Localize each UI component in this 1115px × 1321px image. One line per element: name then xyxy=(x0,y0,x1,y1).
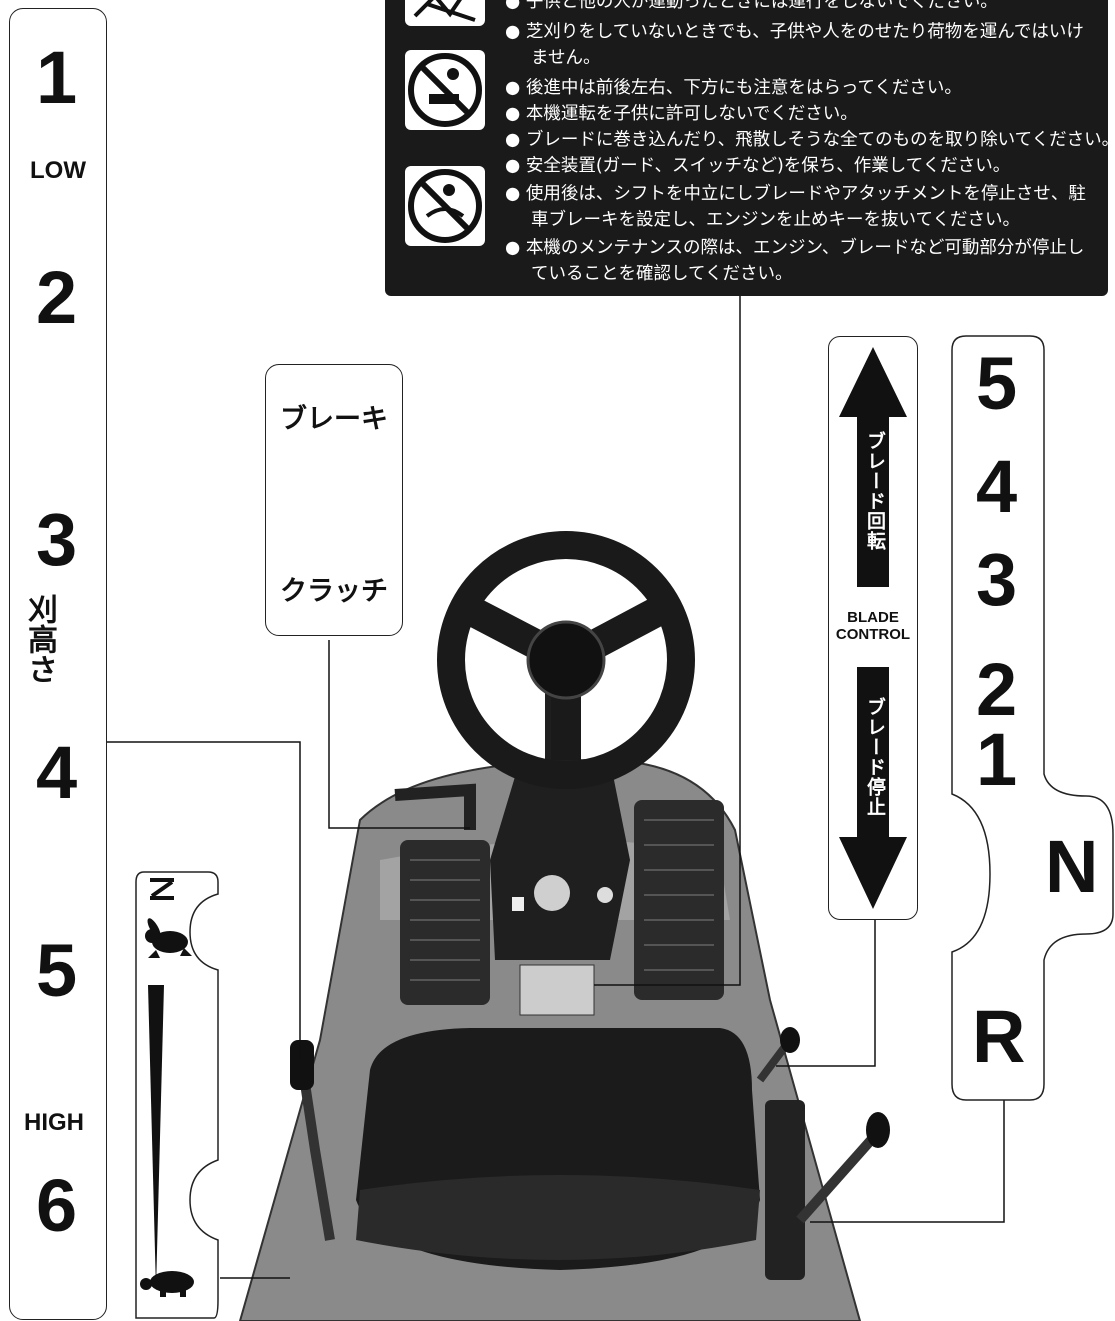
cutting-height-scale: 1 LOW 2 3 刈高さ 4 5 HIGH 6 xyxy=(9,8,107,1320)
footboard-ridges xyxy=(410,819,714,981)
gear-2: 2 xyxy=(976,648,1018,731)
brake-clutch-pedal[interactable] xyxy=(394,783,476,830)
key-switch-icon[interactable] xyxy=(597,887,613,903)
warning-line: ● 本機運転を子供に許可しないでください。 xyxy=(505,104,858,124)
blade-control-line1: BLADE xyxy=(847,609,899,626)
blade-stop-label: ブレード停止 xyxy=(864,697,886,817)
shift-lever[interactable] xyxy=(796,1126,884,1224)
warning-line: ていることを確認してください。 xyxy=(531,264,793,284)
height-level-5: 5 xyxy=(36,929,78,1012)
gear-neutral: N xyxy=(1045,825,1099,908)
callout-lines xyxy=(105,296,1005,1279)
choke-knob[interactable] xyxy=(512,897,524,911)
blade-control-panel: ブレード回転 BLADE CONTROL ブレード停止 xyxy=(828,336,918,920)
right-footboard xyxy=(634,800,724,1000)
height-level-3: 3 xyxy=(36,498,78,581)
height-level-6: 6 xyxy=(36,1164,78,1247)
blade-control-english: BLADE CONTROL xyxy=(829,609,917,644)
warning-line: ● 子供と他の人が運動ったときには運行をしないでください。 xyxy=(505,0,998,12)
warning-line: ● 後進中は前後左右、下方にも注意をはらってください。 xyxy=(505,78,962,98)
warning-label: ● 子供と他の人が運動ったときには運行をしないでください。 ● 芝刈りをしていな… xyxy=(385,0,1115,296)
warning-line: ● ブレードに巻き込んだり、飛散しそうな全てのものを取り除いてください。 xyxy=(505,130,1115,150)
cutting-height-lever-grip[interactable] xyxy=(290,1040,314,1090)
warning-line: ● 使用後は、シフトを中立にしブレードやアタッチメントを停止させ、駐 xyxy=(505,184,1086,204)
rabbit-icon xyxy=(145,918,192,958)
gear-3: 3 xyxy=(976,538,1018,621)
gear-reverse: R xyxy=(972,995,1026,1078)
brake-clutch-panel: ブレーキ クラッチ xyxy=(265,364,403,636)
throttle-panel xyxy=(135,871,219,1319)
shift-gate-panel xyxy=(951,335,1114,1101)
brake-label: ブレーキ xyxy=(280,404,388,435)
warning-decal xyxy=(519,964,595,1016)
gear-5: 5 xyxy=(976,342,1018,425)
height-level-4: 4 xyxy=(36,731,78,814)
cutting-height-title: 刈高さ xyxy=(22,594,57,684)
blade-stop-arrow-icon xyxy=(839,667,907,909)
warning-line: ません。 xyxy=(531,48,601,68)
throttle-wedge xyxy=(148,985,164,1290)
blade-control-lever-knob[interactable] xyxy=(780,1027,800,1053)
gear-4: 4 xyxy=(976,445,1018,528)
warning-line: ● 本機のメンテナンスの際は、エンジン、ブレードなど可動部分が停止し xyxy=(505,238,1085,258)
gear-1: 1 xyxy=(976,718,1018,801)
low-label: LOW xyxy=(30,157,86,184)
warning-pictogram-top xyxy=(405,0,485,26)
clutch-label: クラッチ xyxy=(280,576,388,607)
blade-rotate-arrow-icon xyxy=(839,347,907,587)
no-passenger-pictogram-icon xyxy=(405,50,485,130)
height-level-1: 1 xyxy=(36,36,78,119)
left-footboard xyxy=(400,840,490,1005)
steering-column xyxy=(490,760,630,960)
warning-line: ● 芝刈りをしていないときでも、子供や人をのせたり荷物を運んではいけ xyxy=(505,22,1084,42)
steering-wheel[interactable] xyxy=(437,531,695,789)
warning-line: 車ブレーキを設定し、エンジンを止めキーを抜いてください。 xyxy=(531,210,1020,230)
high-label: HIGH xyxy=(24,1109,84,1136)
shift-lever-knob[interactable] xyxy=(866,1112,890,1148)
height-level-2: 2 xyxy=(36,256,78,339)
warning-line: ● 安全装置(ガード、スイッチなど)を保ち、作業してください。 xyxy=(505,156,1011,176)
blade-control-line2: CONTROL xyxy=(835,626,911,644)
fast-choke-icon xyxy=(150,878,174,900)
seat-cushion xyxy=(356,1175,760,1260)
blade-rotate-label: ブレード回転 xyxy=(864,431,886,551)
no-children-pictogram-icon xyxy=(405,166,485,246)
cup-holder xyxy=(534,875,570,911)
turtle-icon xyxy=(140,1271,194,1297)
shift-gate xyxy=(765,1100,805,1280)
